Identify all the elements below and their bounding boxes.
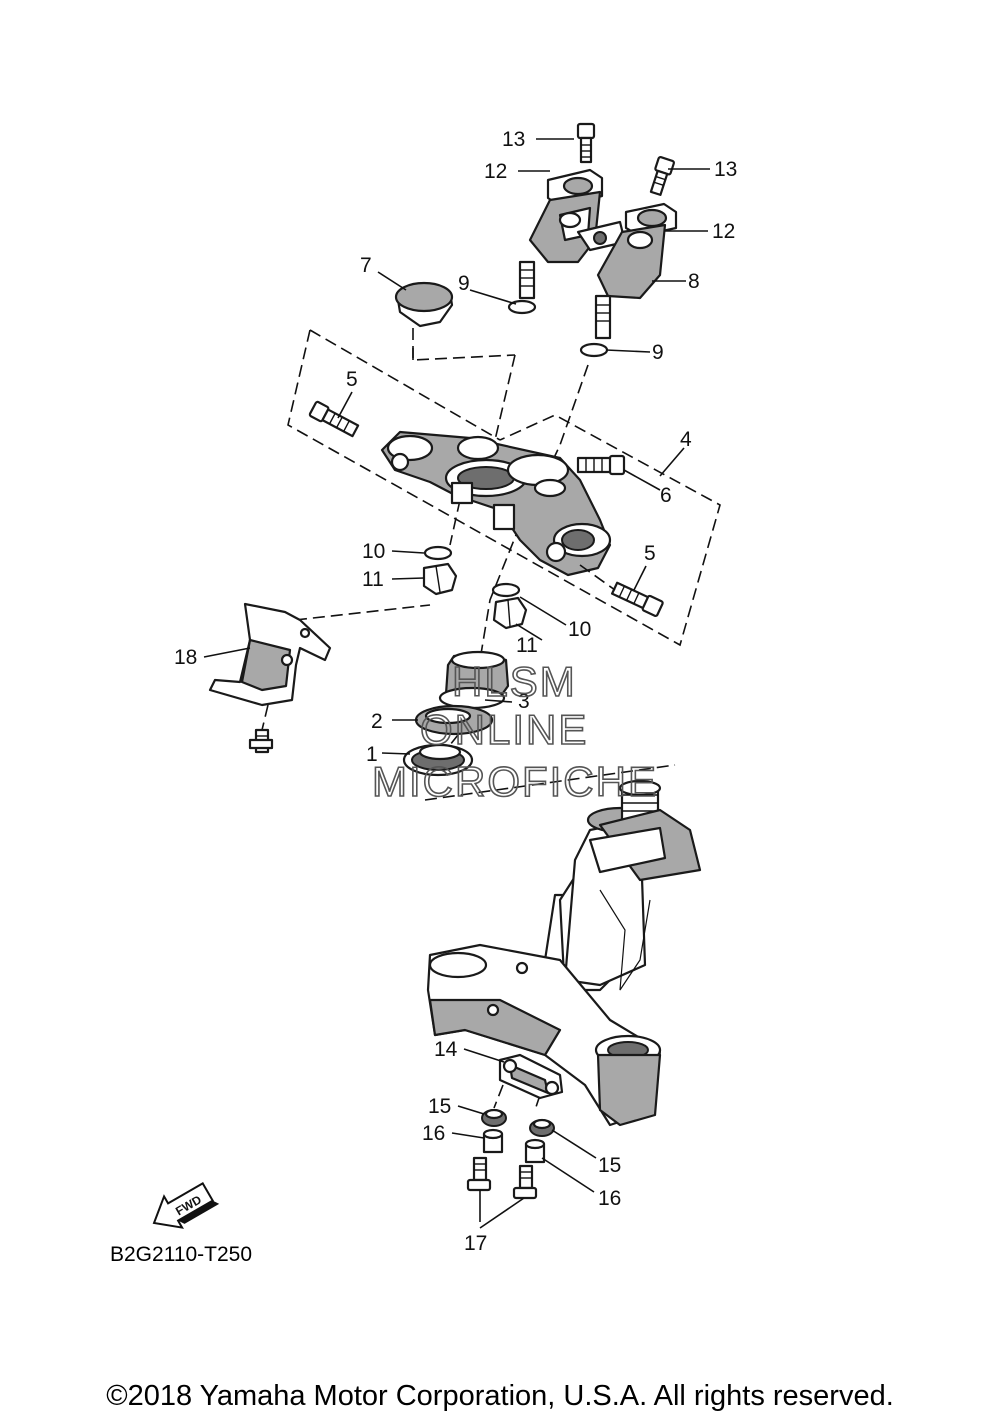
callout-6: 6 — [660, 484, 672, 507]
callout-10-left: 10 — [362, 540, 385, 563]
callout-15-left: 15 — [428, 1095, 451, 1118]
lower-bracket-assembly — [426, 779, 702, 1127]
callout-13-left: 13 — [502, 128, 525, 151]
callout-12-left: 12 — [484, 160, 507, 183]
callout-17: 17 — [464, 1232, 487, 1255]
washer-10-right — [491, 582, 521, 598]
svg-text:ONLINE: ONLINE — [420, 706, 588, 753]
grommet-15-right — [529, 1118, 555, 1137]
callout-14: 14 — [434, 1038, 458, 1061]
watermark: HLSM ONLINE MICROFICHE — [371, 657, 658, 806]
callout-1: 1 — [366, 743, 378, 766]
callout-7: 7 — [360, 254, 372, 277]
handlebar-bolt-right — [649, 156, 675, 196]
callout-2: 2 — [371, 710, 383, 733]
fwd-arrow-icon: FWD — [152, 1181, 220, 1229]
bracket-screw — [248, 728, 274, 754]
callout-16-left: 16 — [422, 1122, 445, 1145]
steering-bearing — [402, 743, 474, 777]
callout-4: 4 — [680, 428, 692, 451]
pinch-bolt-upper — [308, 400, 360, 438]
washer-10-left — [423, 545, 453, 561]
clamp-bolt — [576, 454, 626, 476]
callout-8: 8 — [688, 270, 700, 293]
brake-hose-guide — [498, 1053, 564, 1100]
cable-guide-bracket — [208, 602, 332, 754]
collar-16-left — [482, 1128, 504, 1154]
callout-18: 18 — [174, 646, 197, 669]
callout-9-lower: 9 — [652, 341, 664, 364]
bolt-17-left — [466, 1156, 492, 1192]
grommet-15-left — [481, 1108, 507, 1127]
washer-right — [579, 342, 609, 358]
upper-bracket — [380, 430, 612, 577]
handlebar-holder-right — [594, 223, 667, 340]
callout-5-lower: 5 — [644, 542, 656, 565]
callout-12-right: 12 — [712, 220, 735, 243]
handlebar-holder-left — [518, 190, 627, 300]
callout-labels: 1 2 3 4 5 5 6 7 8 9 9 10 10 11 11 12 12 … — [174, 128, 737, 1255]
ring-nut — [438, 650, 510, 710]
pinch-bolt-lower — [610, 581, 664, 617]
handlebar-bolt-left — [576, 122, 596, 164]
diagram-reference-code: B2G2110-T250 — [110, 1243, 253, 1266]
callout-13-right: 13 — [714, 158, 737, 181]
callout-11-left: 11 — [362, 568, 384, 591]
assembly-boundary — [287, 329, 721, 647]
callout-10-right: 10 — [568, 618, 591, 641]
svg-text:MICROFICHE: MICROFICHE — [372, 758, 658, 805]
leader-lines — [203, 138, 710, 1229]
svg-text:HLSM: HLSM — [452, 658, 577, 705]
cap-nut-right — [492, 596, 528, 630]
assembly-boundary-top — [309, 329, 501, 441]
callout-15-right: 15 — [598, 1154, 621, 1177]
callout-5-upper: 5 — [346, 368, 358, 391]
copyright-notice: ©2018 Yamaha Motor Corporation, U.S.A. A… — [106, 1380, 894, 1412]
handlebar-holder-cap-right — [624, 202, 678, 238]
callout-9-upper: 9 — [458, 272, 470, 295]
stem-cap — [394, 281, 454, 360]
callout-11-right: 11 — [516, 634, 538, 657]
callout-3: 3 — [518, 690, 530, 713]
cap-nut-left — [422, 562, 458, 596]
bearing-cover — [414, 704, 494, 736]
bolt-17-right — [512, 1164, 538, 1200]
collar-16-right — [524, 1138, 546, 1164]
callout-16-right: 16 — [598, 1187, 621, 1210]
